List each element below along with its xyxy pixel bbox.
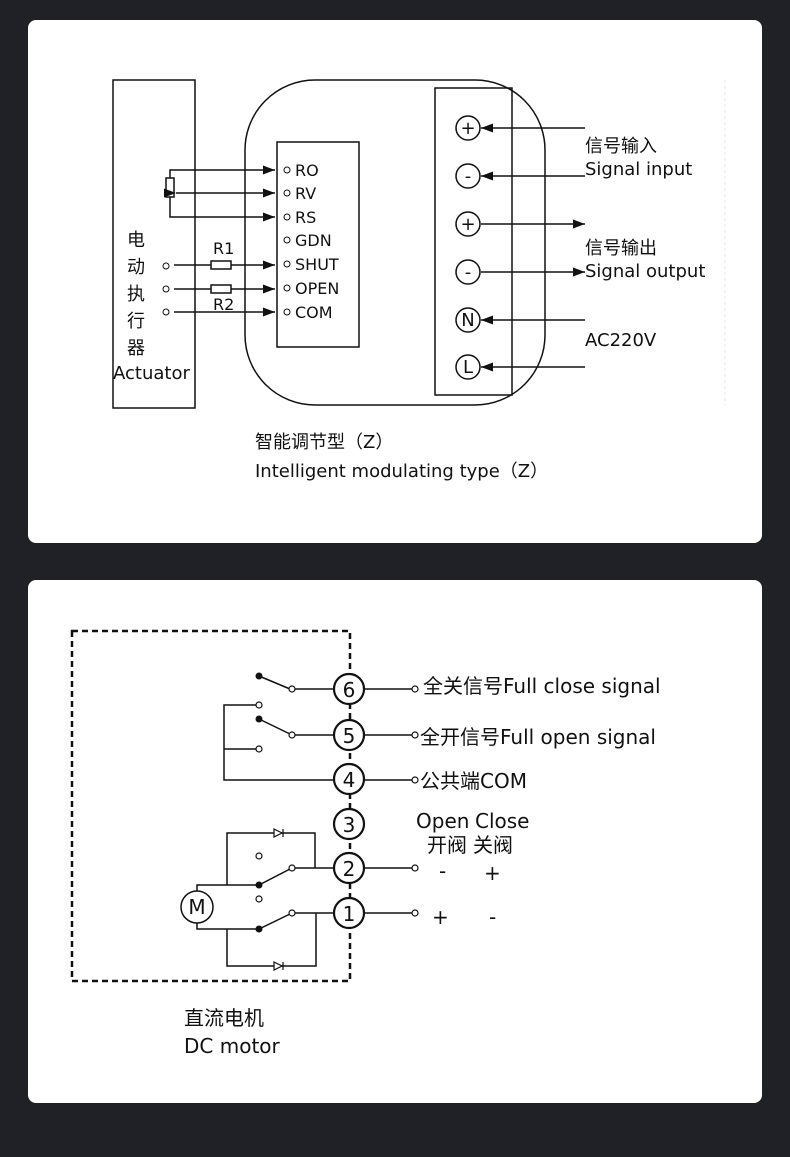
terminal-2-close-polarity: + (484, 861, 501, 885)
actuator-cn-char: 执 (127, 284, 145, 305)
r1-label: R1 (213, 239, 234, 258)
terminal-com: COM (295, 303, 333, 322)
caption-cn: 智能调节型（Z） (255, 432, 393, 453)
terminal-open: OPEN (295, 279, 339, 298)
caption-en: Intelligent modulating type（Z） (255, 461, 548, 482)
terminal-signal-in-plus: + (460, 118, 475, 139)
terminal-3: 3 (343, 813, 356, 837)
terminal-6: 6 (343, 678, 356, 702)
com-label: 公共端COM (420, 769, 527, 793)
enclosure-outline (70, 629, 352, 983)
terminal-2-open-polarity: - (439, 859, 446, 883)
actuator-label: Actuator (113, 363, 190, 384)
intelligent-modulating-panel (28, 20, 762, 543)
signal-output-cn: 信号输出 (585, 238, 657, 259)
terminal-signal-out-minus: - (465, 262, 472, 283)
r2-label: R2 (213, 295, 234, 314)
power-label: AC220V (585, 330, 657, 351)
actuator-cn-char: 行 (127, 311, 145, 332)
terminal-ro: RO (295, 161, 319, 180)
terminal-shut: SHUT (295, 255, 339, 274)
terminal-signal-in-minus: - (465, 166, 472, 187)
terminal-gdn: GDN (295, 231, 332, 250)
terminal-n: N (461, 310, 474, 331)
caption-cn: 直流电机 (184, 1006, 264, 1030)
terminal-signal-out-plus: + (460, 214, 475, 235)
diode-icon (273, 961, 284, 971)
terminal-4: 4 (343, 768, 356, 792)
open-cn-label: 开阀 (427, 833, 467, 857)
actuator-cn-char: 器 (127, 338, 145, 359)
resistor-r2 (210, 284, 232, 294)
controller-outline (244, 79, 546, 406)
caption-en: DC motor (184, 1034, 281, 1058)
close-cn-label: 关阀 (473, 833, 513, 857)
actuator-cn-char: 动 (127, 257, 145, 278)
actuator-box (112, 79, 196, 409)
open-label: Open (416, 809, 469, 833)
dc-motor-diagram: M 6 5 4 3 2 1 全关信号Full close signal 全开信号… (70, 629, 661, 1058)
terminal-rs: RS (295, 208, 316, 227)
terminal-2: 2 (343, 857, 356, 881)
full-open-signal-label: 全开信号Full open signal (420, 725, 656, 749)
motor-label: M (188, 895, 205, 919)
terminal-rv: RV (295, 184, 316, 203)
terminal-5: 5 (343, 724, 356, 748)
terminal-block-left (276, 141, 360, 348)
terminal-block-right (434, 87, 513, 396)
terminal-1-close-polarity: - (489, 905, 496, 929)
potentiometer (164, 165, 275, 222)
terminal-l: L (463, 357, 473, 378)
full-close-signal-label: 全关信号Full close signal (423, 674, 661, 698)
signal-input-en: Signal input (585, 159, 692, 180)
modulating-diagram: 电 动 执 行 器 Actuator RO RV RS GDN SHUT OPE… (112, 79, 726, 482)
signal-input-cn: 信号输入 (585, 136, 657, 157)
actuator-cn-char: 电 (127, 230, 145, 251)
terminal-1: 1 (343, 902, 356, 926)
resistor-r1 (210, 260, 232, 270)
signal-output-en: Signal output (585, 261, 705, 282)
close-label: Close (475, 809, 529, 833)
motor-icon (180, 890, 214, 924)
dc-motor-panel (28, 580, 762, 1103)
terminal-1-open-polarity: + (432, 905, 449, 929)
diode-icon (273, 828, 284, 838)
